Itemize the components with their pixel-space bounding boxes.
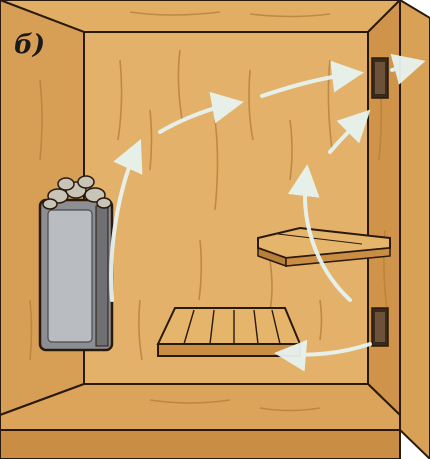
heater-side	[95, 205, 109, 347]
airflow-right-upper	[328, 109, 371, 154]
airflow-across-top	[158, 91, 244, 134]
intake-vent	[371, 307, 389, 347]
heater-stones	[42, 175, 112, 210]
outer-wall-panel	[399, 0, 430, 459]
airflow-exhaust-out	[390, 53, 426, 85]
panel-label: б)	[14, 30, 46, 60]
airflow-to-vent-area	[260, 60, 364, 98]
heater-front-panel	[47, 209, 93, 343]
upper-bench	[257, 226, 391, 268]
airflow-arrows	[109, 53, 426, 372]
exhaust-vent	[371, 57, 389, 99]
lower-bench	[156, 307, 302, 357]
floor-front-edge	[0, 429, 401, 459]
airflow-intake-to-bench	[274, 339, 372, 372]
airflow-rise-right	[287, 164, 352, 302]
sauna-heater	[38, 175, 114, 352]
airflow-heater-rise	[109, 139, 143, 302]
